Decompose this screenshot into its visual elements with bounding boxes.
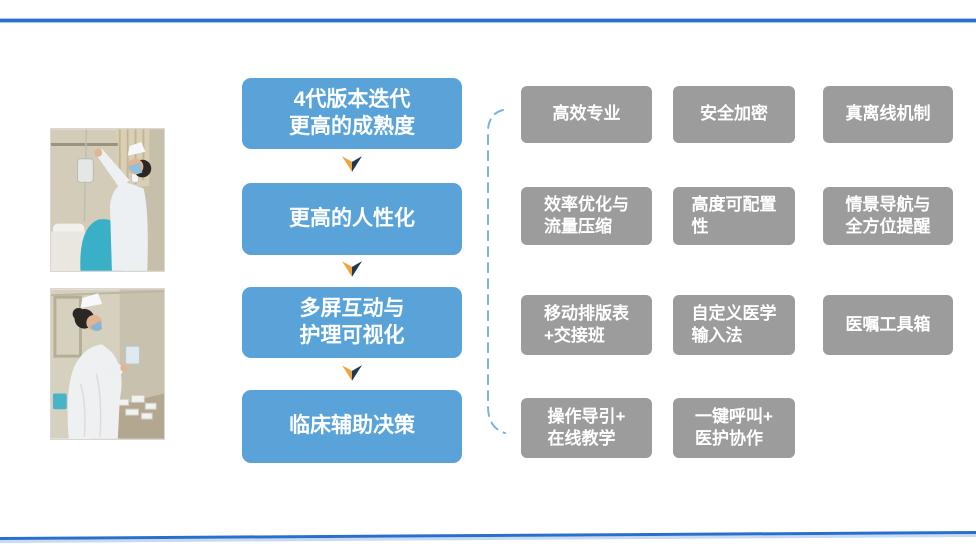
chevron-down-icon — [342, 261, 362, 277]
feature-label: 移动排版表 +交接班 — [544, 303, 629, 345]
feature-box: 高度可配置 性 — [673, 187, 795, 245]
feature-label: 高效专业 — [552, 104, 621, 124]
feature-box: 自定义医学 输入法 — [673, 295, 795, 355]
feature-box: 高效专业 — [521, 86, 652, 143]
feature-label: 操作导引+ 在线教学 — [547, 406, 626, 448]
feature-box: 效率优化与 流量压缩 — [521, 187, 652, 245]
top-divider-line — [0, 18, 976, 23]
feature-label: 情景导航与 全方位提醒 — [845, 194, 931, 236]
feature-label: 安全加密 — [700, 104, 768, 124]
nurse-photo-1 — [50, 128, 165, 272]
feature-label: 高度可配置 性 — [691, 194, 777, 236]
feature-label: 自定义医学 输入法 — [691, 303, 777, 345]
feature-box: 一键呼叫+ 医护协作 — [673, 398, 795, 458]
feature-box: 操作导引+ 在线教学 — [521, 398, 652, 458]
flow-step-4-label: 临床辅助决策 — [289, 414, 415, 438]
flow-step-2-label: 更高的人性化 — [289, 206, 415, 230]
feature-label: 真离线机制 — [845, 104, 931, 124]
feature-label: 一键呼叫+ 医护协作 — [695, 406, 773, 448]
feature-box: 移动排版表 +交接班 — [521, 295, 652, 355]
flow-step-1-box: 4代版本迭代 更高的成熟度 — [242, 78, 462, 149]
nurse-photo-2 — [50, 288, 165, 440]
chevron-down-icon — [342, 156, 362, 172]
chevron-down-icon — [342, 365, 362, 381]
flow-step-1-label: 4代版本迭代 更高的成熟度 — [289, 87, 415, 138]
bottom-divider-line — [0, 531, 976, 543]
flow-step-4-box: 临床辅助决策 — [242, 390, 462, 463]
feature-box: 真离线机制 — [823, 86, 953, 143]
feature-box: 医嘱工具箱 — [823, 295, 953, 355]
flow-step-3-label: 多屏互动与 护理可视化 — [299, 296, 405, 347]
flow-step-2-box: 更高的人性化 — [242, 183, 462, 255]
feature-box: 安全加密 — [673, 86, 795, 143]
feature-label: 效率优化与 流量压缩 — [544, 194, 629, 236]
flow-step-3-box: 多屏互动与 护理可视化 — [242, 287, 462, 358]
feature-label: 医嘱工具箱 — [845, 314, 931, 334]
dashed-brace — [487, 109, 506, 434]
feature-box: 情景导航与 全方位提醒 — [823, 187, 953, 245]
